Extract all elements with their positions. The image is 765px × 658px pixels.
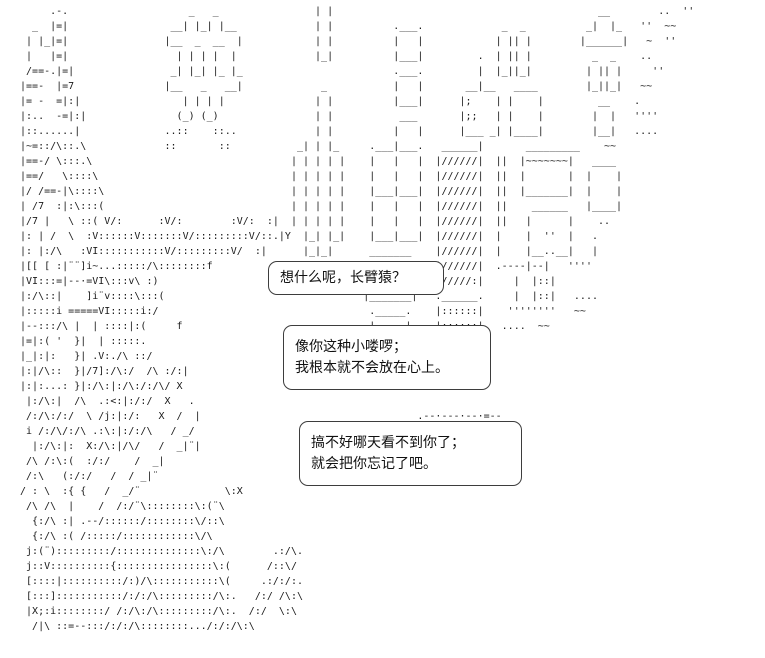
dialogue-text: 搞不好哪天看不到你了；: [311, 435, 465, 452]
dialogue-text: 我根本就不会放在心上。: [295, 359, 449, 376]
speech-bubble-2: 像你这种小喽啰； 我根本就不会放在心上。: [283, 325, 491, 390]
speech-bubble-1: 想什么呢，长臂猿？: [268, 261, 444, 295]
dialogue-text: 像你这种小喽啰；: [295, 339, 407, 356]
speech-bubble-3: 搞不好哪天看不到你了； 就会把你忘记了吧。: [299, 421, 522, 486]
ascii-art: .-. _ _ | | __ .. '' _ |=| __| |_| |__ |…: [20, 6, 695, 632]
dialogue-text: 想什么呢，长臂猿？: [280, 269, 406, 286]
dialogue-text: 就会把你忘记了吧。: [311, 455, 437, 472]
